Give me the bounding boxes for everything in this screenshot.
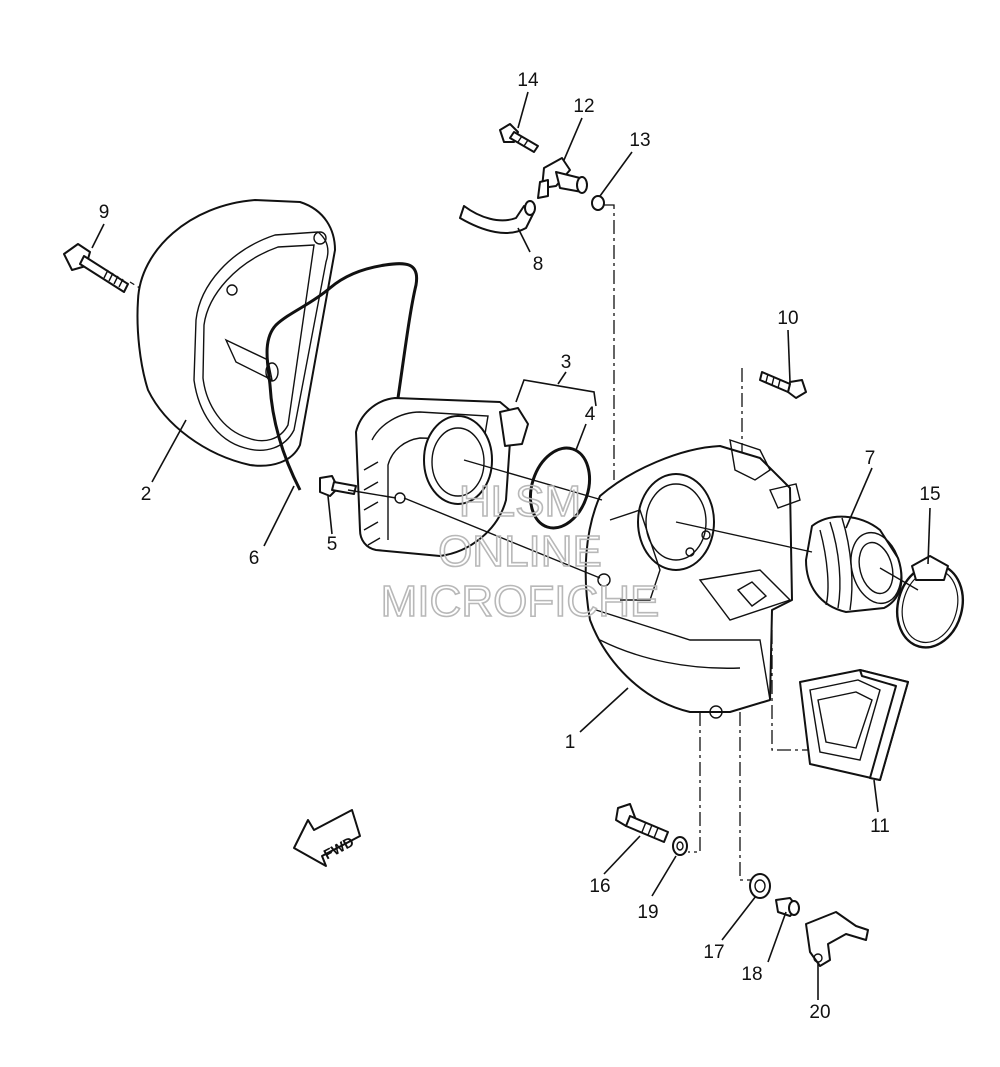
part-number-labels: 14 12 13 9 8 10 3 4 7 15 2 5 6 1 11 16 1… — [99, 70, 941, 1023]
watermark-line-3: MICROFICHE — [381, 577, 660, 626]
filter-element — [355, 397, 529, 557]
bolt-5 — [319, 475, 357, 497]
part-label-1: 1 — [565, 732, 576, 753]
part-label-17: 17 — [703, 942, 724, 963]
bolt-16 — [615, 803, 669, 843]
bolt-9 — [63, 243, 129, 293]
o-ring-13 — [591, 195, 605, 211]
part-label-11: 11 — [870, 816, 890, 837]
washer-19 — [672, 836, 688, 856]
leader-lines — [91, 91, 931, 1000]
part-label-12: 12 — [573, 96, 594, 117]
screw-10 — [759, 371, 807, 399]
part-label-3: 3 — [561, 352, 572, 373]
part-label-2: 2 — [141, 484, 152, 505]
intake-joint — [805, 515, 903, 613]
watermark: HLSM ONLINE MICROFICHE — [380, 476, 660, 627]
breather-fitting — [537, 157, 588, 199]
part-label-7: 7 — [865, 448, 876, 469]
part-label-18: 18 — [741, 964, 762, 985]
part-label-13: 13 — [629, 130, 650, 151]
part-label-6: 6 — [249, 548, 260, 569]
grommet-17 — [749, 873, 771, 899]
breather-hose — [459, 200, 536, 234]
collar-18 — [775, 897, 800, 917]
part-label-9: 9 — [99, 202, 110, 223]
part-label-10: 10 — [777, 308, 798, 329]
screw-14 — [499, 123, 539, 153]
part-label-16: 16 — [589, 876, 610, 897]
hose-clamp — [896, 555, 964, 649]
part-label-20: 20 — [809, 1002, 830, 1023]
forward-arrow: FWD — [293, 809, 361, 867]
part-label-15: 15 — [919, 484, 940, 505]
part-label-19: 19 — [637, 902, 658, 923]
part-label-14: 14 — [517, 70, 539, 91]
o-ring-4 — [529, 446, 591, 530]
air-filter-cover — [136, 199, 336, 467]
part-label-4: 4 — [585, 404, 596, 425]
duct-11 — [799, 669, 909, 781]
watermark-line-1: HLSM — [459, 477, 581, 526]
bracket-20 — [805, 911, 869, 967]
part-label-5: 5 — [327, 534, 338, 555]
watermark-line-2: ONLINE — [438, 527, 602, 576]
gasket-seal — [265, 262, 419, 491]
part-label-8: 8 — [533, 254, 544, 275]
